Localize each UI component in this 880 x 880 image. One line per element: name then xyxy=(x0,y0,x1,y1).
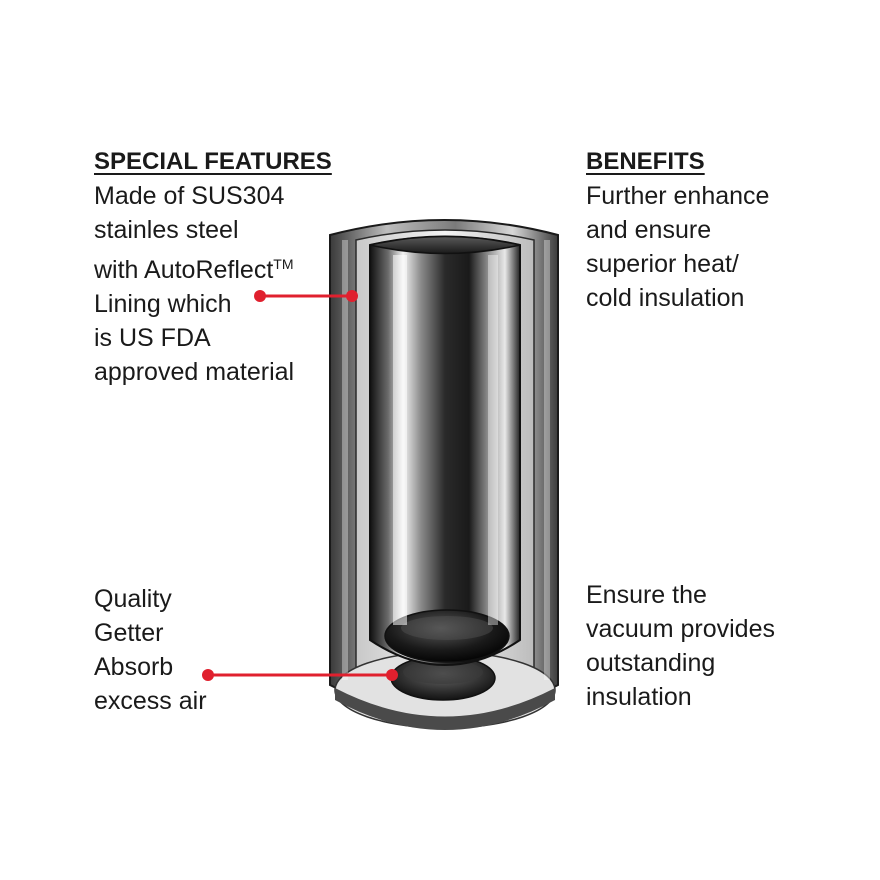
lining-callout-dot-start xyxy=(254,290,266,302)
feature-line-autoreflect: with AutoReflectTM xyxy=(94,256,294,284)
vacuum-line: insulation xyxy=(586,683,692,711)
benefit-line: superior heat/ xyxy=(586,250,739,278)
feature-line: stainles steel xyxy=(94,216,239,244)
getter-callout-dot-end xyxy=(386,669,398,681)
inner-bottom xyxy=(384,609,510,663)
vacuum-block: Ensure the vacuum provides outstanding i… xyxy=(586,578,775,714)
feature-line: approved material xyxy=(94,358,295,386)
feature-line: Lining which xyxy=(94,290,232,318)
benefits-block: BENEFITS Further enhance and ensure supe… xyxy=(586,145,769,315)
getter-block: Quality Getter Absorb excess air xyxy=(94,582,207,718)
benefit-line: cold insulation xyxy=(586,284,745,312)
feature-line: is US FDA xyxy=(94,324,211,352)
feature-line: Made of SUS304 xyxy=(94,182,285,210)
vacuum-line: outstanding xyxy=(586,649,716,677)
special-features-block: SPECIAL FEATURES Made of SUS304 stainles… xyxy=(94,145,332,389)
vacuum-line: Ensure the xyxy=(586,581,707,609)
getter-callout-dot-start xyxy=(202,669,214,681)
trademark-mark: TM xyxy=(273,256,294,272)
special-features-heading: SPECIAL FEATURES xyxy=(94,148,332,175)
benefit-line: Further enhance xyxy=(586,182,770,210)
lining-callout-dot-end xyxy=(346,290,358,302)
vacuum-line: vacuum provides xyxy=(586,615,775,643)
getter-line: Absorb xyxy=(94,653,174,681)
getter-line: Quality xyxy=(94,585,172,613)
getter-line: Getter xyxy=(94,619,164,647)
benefit-line: and ensure xyxy=(586,216,712,244)
benefits-heading: BENEFITS xyxy=(586,148,705,175)
getter-line: excess air xyxy=(94,687,207,715)
